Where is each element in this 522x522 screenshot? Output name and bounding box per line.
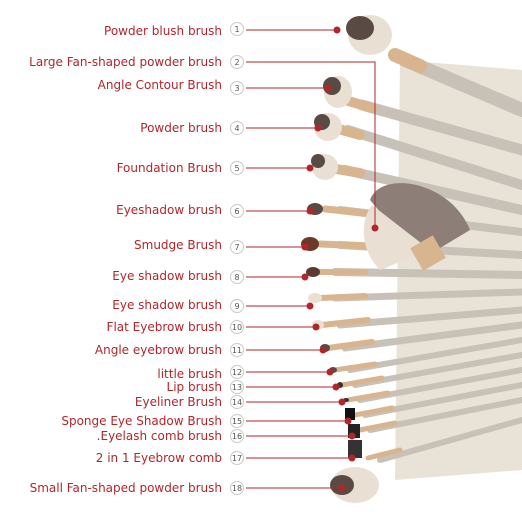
brush-label-7: Smudge Brush — [134, 238, 222, 252]
bristle-heads — [301, 15, 392, 503]
leader-dots — [301, 26, 379, 492]
number-badge-12: 12 — [230, 365, 244, 379]
number-badge-5: 5 — [230, 161, 244, 175]
number-badge-7: 7 — [230, 240, 244, 254]
brush-label-17: 2 in 1 Eyebrow comb — [95, 451, 222, 465]
brush-label-11: Angle eyebrow brush — [94, 343, 222, 357]
brush-label-1: Powder blush brush — [104, 24, 222, 38]
brush-label-9: Eye shadow brush — [112, 298, 222, 312]
brush-label-13: Lip brush — [166, 380, 222, 394]
brush-label-18: Small Fan-shaped powder brush — [29, 481, 222, 495]
brush-label-5: Foundation Brush — [116, 161, 222, 175]
number-badge-18: 18 — [230, 481, 244, 495]
brush-label-4: Powder brush — [140, 121, 222, 135]
number-badge-6: 6 — [230, 204, 244, 218]
number-badge-8: 8 — [230, 270, 244, 284]
brush-label-6: Eyeshadow brush — [116, 203, 222, 217]
brush-label-12: little brush — [157, 367, 222, 381]
brush-label-2: Large Fan-shaped powder brush — [29, 55, 222, 69]
number-badge-17: 17 — [230, 451, 244, 465]
number-badge-2: 2 — [230, 55, 244, 69]
brush-label-16: .Eyelash comb brush — [96, 429, 222, 443]
brush-label-8: Eye shadow brush — [112, 269, 222, 283]
number-badge-13: 13 — [230, 380, 244, 394]
number-badge-1: 1 — [230, 22, 244, 36]
number-badge-9: 9 — [230, 299, 244, 313]
brush-label-14: Eyeliner Brush — [134, 395, 222, 409]
number-badge-3: 3 — [230, 81, 244, 95]
number-badge-15: 15 — [230, 414, 244, 428]
brush-ferrules — [316, 48, 427, 461]
brush-label-15: Sponge Eye Shadow Brush — [61, 414, 222, 428]
number-badge-11: 11 — [230, 343, 244, 357]
number-badge-4: 4 — [230, 121, 244, 135]
brush-label-3: Angle Contour Brush — [97, 78, 222, 92]
leader-lines — [246, 29, 376, 489]
brush-label-10: Flat Eyebrow brush — [106, 320, 222, 334]
number-badge-14: 14 — [230, 395, 244, 409]
number-badge-10: 10 — [230, 320, 244, 334]
large-fan-bristles — [370, 183, 470, 260]
number-badge-16: 16 — [230, 429, 244, 443]
